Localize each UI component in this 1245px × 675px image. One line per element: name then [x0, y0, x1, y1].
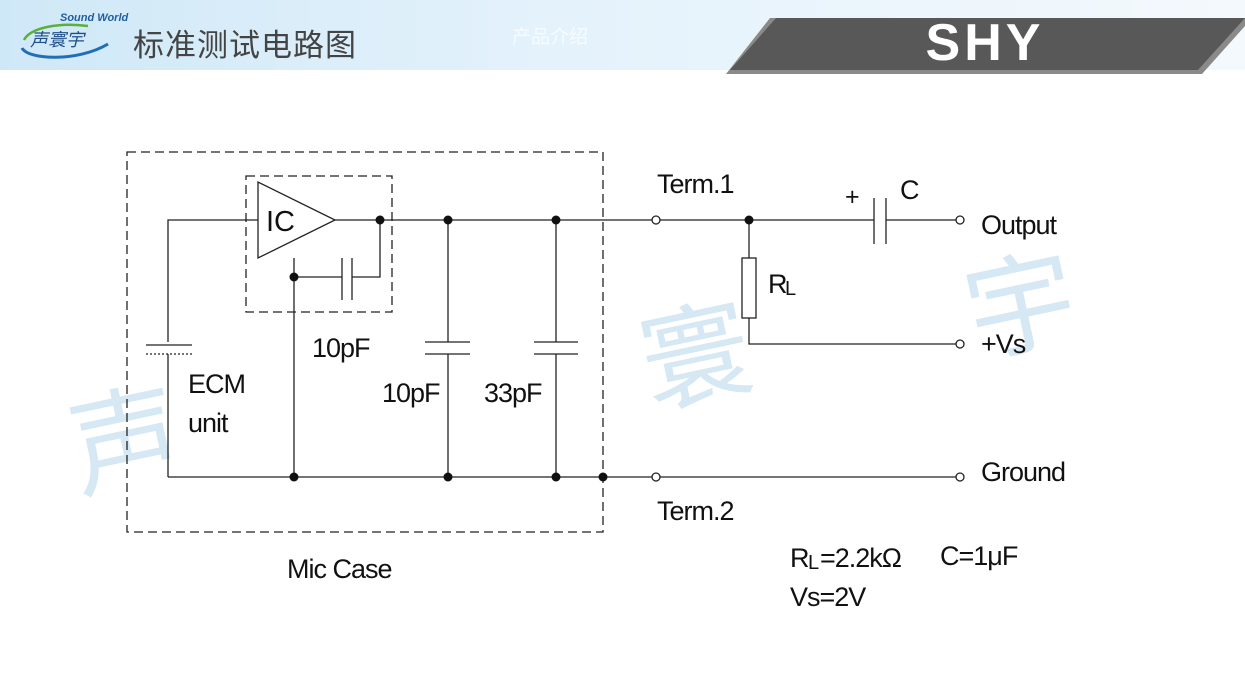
- watermark-char-1: 声: [58, 368, 192, 516]
- cap-c-label: C: [900, 175, 920, 205]
- terminal-term2: [651, 472, 661, 482]
- logo-chinese: 声寰宇: [30, 30, 84, 51]
- terminal-vs: [955, 339, 965, 349]
- brand-banner: [726, 18, 1245, 74]
- logo-name: Sound World: [60, 12, 129, 24]
- terminal-term1: [651, 215, 661, 225]
- rl-label-sub: L: [785, 278, 796, 300]
- logo-swoosh-icon: [20, 23, 109, 59]
- spec-vs: Vs=2V: [790, 582, 866, 612]
- faint-subtitle: 产品介绍: [512, 26, 589, 48]
- spec-rl-value: =2.2kΩ: [820, 543, 902, 573]
- ecm-label-line1: ECM: [188, 369, 245, 399]
- output-label: Output: [981, 210, 1058, 240]
- ic-cap-label: 10pF: [312, 333, 370, 363]
- junction-dot: [744, 215, 754, 225]
- mic-case-outline: [126, 151, 604, 533]
- load-resistor-rl: [741, 257, 757, 319]
- spec-c: C=1μF: [940, 541, 1018, 571]
- junction-dot: [551, 472, 561, 482]
- watermark-char-2: 寰: [629, 284, 763, 432]
- ic-enclosure-outline: [245, 175, 393, 313]
- junction-dot: [598, 472, 608, 482]
- mic-case-label: Mic Case: [287, 554, 392, 584]
- ecm-label-line2: unit: [188, 408, 229, 438]
- term2-label: Term.2: [657, 496, 734, 526]
- cap1-label: 10pF: [382, 378, 440, 408]
- rl-label-main: R: [768, 269, 788, 299]
- junction-dot: [443, 215, 453, 225]
- term1-label: Term.1: [657, 169, 734, 199]
- junction-dot: [289, 472, 299, 482]
- junction-dot: [443, 472, 453, 482]
- ground-label: Ground: [981, 457, 1065, 487]
- page-title: 标准测试电路图: [133, 28, 357, 64]
- ic-label: IC: [266, 206, 295, 238]
- spec-rl-sub: L: [808, 552, 819, 574]
- terminal-output: [955, 215, 965, 225]
- terminal-ground: [955, 472, 965, 482]
- vs-label: +Vs: [981, 329, 1026, 359]
- junction-dot: [375, 215, 385, 225]
- junction-dot: [551, 215, 561, 225]
- cap-c-plus: +: [845, 183, 860, 211]
- brand-logo-text: SHY: [925, 14, 1045, 72]
- watermark-char-3: 宇: [954, 233, 1088, 381]
- junction-dot: [289, 272, 299, 282]
- cap2-label: 33pF: [484, 378, 542, 408]
- spec-rl-main: R: [790, 543, 810, 573]
